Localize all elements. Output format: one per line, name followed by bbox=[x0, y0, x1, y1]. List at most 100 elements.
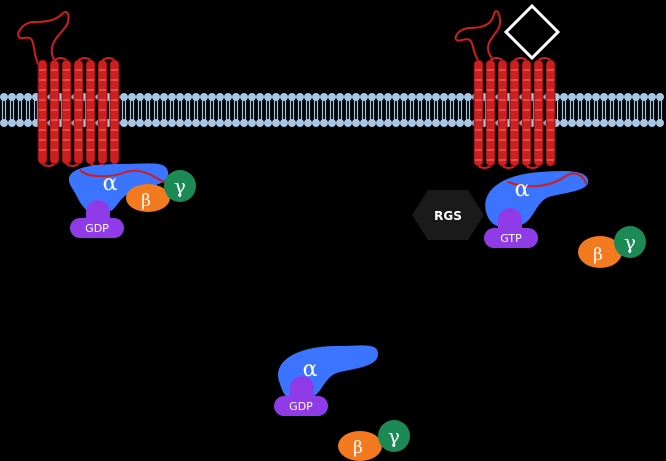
lipid-head bbox=[464, 119, 472, 127]
lipid-head bbox=[600, 93, 608, 101]
transmembrane-helix bbox=[85, 59, 96, 165]
lipid-head bbox=[312, 93, 320, 101]
lipid-head bbox=[464, 93, 472, 101]
alpha-label-active: α bbox=[515, 177, 530, 202]
lipid-head bbox=[232, 93, 240, 101]
lipid-head bbox=[424, 93, 432, 101]
helix-loop bbox=[513, 57, 528, 61]
free-gamma-label-bottom: γ bbox=[388, 424, 400, 448]
beta-label: β bbox=[141, 191, 151, 211]
receptor-n-terminus-active bbox=[454, 10, 502, 63]
lipid-head bbox=[632, 93, 640, 101]
transmembrane-helix bbox=[49, 59, 60, 165]
lipid-head bbox=[224, 119, 232, 127]
lipid-head bbox=[168, 93, 176, 101]
g-gamma-subunit bbox=[164, 170, 196, 202]
lipid-head bbox=[440, 119, 448, 127]
lipid-head bbox=[328, 119, 336, 127]
rgs-protein: RGS bbox=[412, 190, 484, 240]
lipid-head bbox=[408, 119, 416, 127]
lipid-head bbox=[432, 93, 440, 101]
lipid-head bbox=[272, 119, 280, 127]
lipid-head bbox=[280, 119, 288, 127]
lipid-head bbox=[400, 119, 408, 127]
lipid-head bbox=[184, 119, 192, 127]
lipid-head bbox=[24, 93, 32, 101]
gtp-nucleotide bbox=[484, 228, 538, 248]
lipid-head bbox=[352, 93, 360, 101]
lipid-head bbox=[256, 93, 264, 101]
lipid-head bbox=[240, 119, 248, 127]
lipid-head bbox=[392, 93, 400, 101]
helix-loop bbox=[101, 57, 116, 61]
helix-loop bbox=[501, 165, 516, 169]
cell-membrane bbox=[0, 93, 664, 127]
lipid-head bbox=[608, 93, 616, 101]
lipid-head bbox=[208, 119, 216, 127]
lipid-head bbox=[336, 119, 344, 127]
receptor-helices-right bbox=[473, 57, 556, 169]
lipid-head bbox=[152, 93, 160, 101]
free-beta-subunit-bottom bbox=[338, 431, 382, 461]
lipid-head bbox=[584, 93, 592, 101]
gdp-nucleotide bbox=[70, 218, 124, 238]
ligand-diamond bbox=[503, 3, 561, 61]
free-beta-label-right: β bbox=[593, 245, 603, 265]
alpha-label: α bbox=[103, 171, 118, 196]
lipid-head bbox=[184, 93, 192, 101]
lipid-head bbox=[624, 119, 632, 127]
active-receptor: Ligand bbox=[454, 3, 625, 169]
lipid-head bbox=[288, 93, 296, 101]
lipid-head bbox=[368, 119, 376, 127]
g-alpha-gtp: α GTP bbox=[484, 170, 589, 248]
lipid-head bbox=[448, 119, 456, 127]
helix-loop bbox=[41, 163, 56, 167]
receptor-helices-left bbox=[37, 57, 120, 167]
lipid-head bbox=[576, 119, 584, 127]
lipid-head bbox=[296, 119, 304, 127]
lipid-head bbox=[136, 119, 144, 127]
lipid-head bbox=[8, 93, 16, 101]
helix-loop bbox=[77, 57, 92, 61]
lipid-head bbox=[176, 119, 184, 127]
lipid-head bbox=[208, 93, 216, 101]
lipid-head bbox=[416, 93, 424, 101]
lipid-head bbox=[0, 119, 8, 127]
lipid-head bbox=[352, 119, 360, 127]
lipid-head bbox=[128, 119, 136, 127]
gdp-stem-free bbox=[290, 376, 314, 402]
lipid-head bbox=[304, 93, 312, 101]
free-beta-gamma-right: β γ bbox=[578, 226, 646, 268]
lipid-head bbox=[264, 119, 272, 127]
lipid-head bbox=[560, 93, 568, 101]
lipid-head bbox=[216, 119, 224, 127]
lipid-head bbox=[336, 93, 344, 101]
helix-loop bbox=[53, 57, 68, 61]
lipid-head bbox=[288, 119, 296, 127]
rgs-hexagon bbox=[412, 190, 484, 240]
receptor-n-terminus bbox=[17, 11, 70, 69]
lipid-head bbox=[24, 119, 32, 127]
lipid-head bbox=[128, 93, 136, 101]
gamma-label: γ bbox=[174, 174, 186, 198]
lipid-head bbox=[160, 119, 168, 127]
receptor-c-terminus-active bbox=[507, 172, 587, 188]
lipid-head bbox=[648, 93, 656, 101]
lipid-head bbox=[392, 119, 400, 127]
gdp-nucleotide-free bbox=[274, 396, 328, 416]
lipid-head bbox=[560, 119, 568, 127]
transmembrane-helix bbox=[109, 59, 120, 165]
lipid-head bbox=[416, 119, 424, 127]
lipid-head bbox=[192, 119, 200, 127]
lipid-head bbox=[624, 93, 632, 101]
lipid-head bbox=[200, 93, 208, 101]
inactive-receptor bbox=[17, 11, 120, 167]
lipid-head bbox=[616, 93, 624, 101]
lipid-head bbox=[328, 93, 336, 101]
lipid-head bbox=[344, 119, 352, 127]
lipid-head bbox=[248, 119, 256, 127]
lipid-head bbox=[16, 93, 24, 101]
gdp-label-free: GDP bbox=[289, 400, 313, 413]
lipid-head bbox=[304, 119, 312, 127]
